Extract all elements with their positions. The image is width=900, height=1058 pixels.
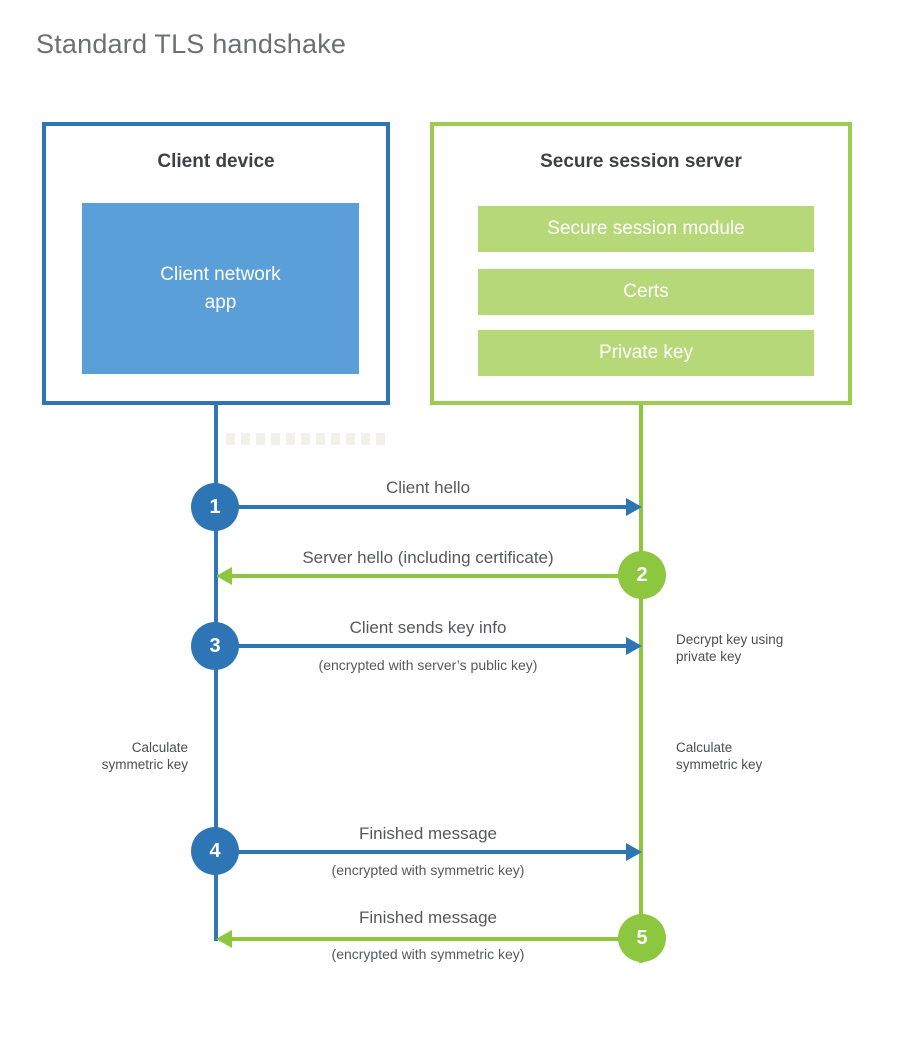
step-5-label: Finished message: [359, 908, 497, 927]
arrow-left-icon: [216, 930, 232, 948]
client-lifeline: [214, 405, 218, 941]
step-3-label: Client sends key info: [349, 618, 507, 637]
step-5-badge: 5: [618, 914, 666, 962]
step-3-arrow: [215, 644, 626, 648]
page-title: Standard TLS handshake: [36, 29, 347, 59]
arrow-right-icon: [626, 498, 642, 516]
server-module-secure-session-module: Secure session module: [478, 206, 814, 252]
step-5-arrow: [232, 937, 642, 941]
client-network-app-block: Client network app: [82, 203, 359, 374]
faded-dashes-artifact: [226, 433, 390, 445]
step-3-sublabel: (encrypted with server’s public key): [318, 657, 538, 673]
client-device-box: Client device Client network app: [42, 122, 390, 405]
calculate-symmetric-key-note-server: Calculate symmetric key: [676, 740, 763, 773]
arrow-left-icon: [216, 567, 232, 585]
client-device-title: Client device: [157, 151, 275, 172]
secure-session-server-box: Secure session server Secure session mod…: [430, 122, 852, 405]
step-4-sublabel: (encrypted with symmetric key): [331, 862, 525, 878]
step-5-sublabel: (encrypted with symmetric key): [331, 946, 525, 962]
step-4-label: Finished message: [359, 824, 497, 843]
decrypt-key-note: Decrypt key using private key: [676, 632, 784, 665]
calculate-symmetric-key-note-client: Calculate symmetric key: [101, 740, 188, 773]
step-3-badge: 3: [191, 622, 239, 670]
step-2-arrow: [232, 574, 642, 578]
server-module-private-key: Private key: [478, 330, 814, 376]
step-2-label: Server hello (including certificate): [302, 548, 554, 567]
step-1-arrow: [215, 505, 626, 509]
arrow-right-icon: [626, 637, 642, 655]
step-1-badge: 1: [191, 483, 239, 531]
step-4-arrow: [215, 850, 626, 854]
arrow-right-icon: [626, 843, 642, 861]
secure-session-server-title: Secure session server: [540, 151, 742, 172]
server-module-certs: Certs: [478, 269, 814, 315]
server-lifeline: [639, 405, 643, 963]
step-2-badge: 2: [618, 551, 666, 599]
step-4-badge: 4: [191, 827, 239, 875]
step-1-label: Client hello: [385, 478, 471, 497]
